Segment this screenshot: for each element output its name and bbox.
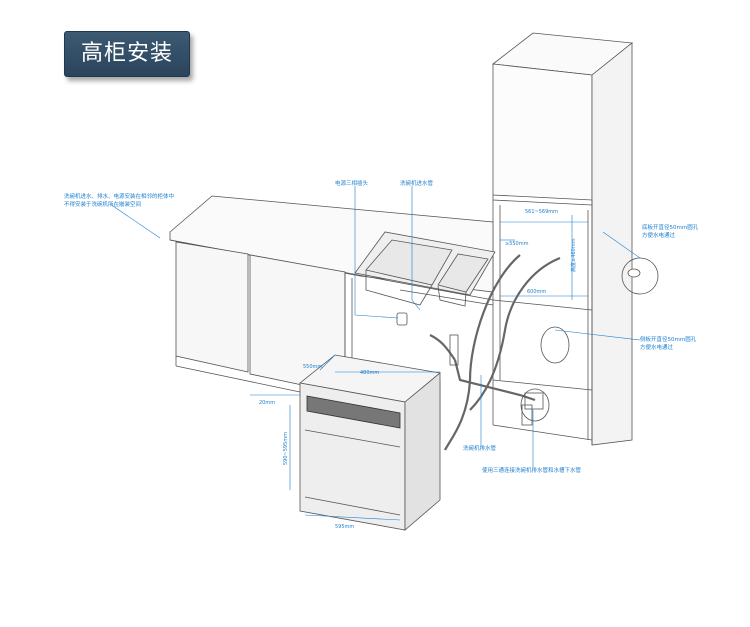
cabinet-note: 洗碗机进水、排水、电源安装在相邻的柜体中 不得安装于洗碗机所在嵌装空间 [64,193,174,209]
inlet-hose-label: 洗碗机进水管 [400,181,434,187]
annotation-lines [109,186,641,521]
page-title: 高柜安装 [80,41,173,66]
side-hole-line-2: 方便水电通过 [640,345,674,351]
dim-niche-width: 561~569mm [525,209,558,215]
three-way-label: 使用三通连接洗碗机排水管和水槽下水管 [482,468,582,474]
dim-20: 20mm [259,400,275,406]
side-hole-note: 侧板开直径50mm圆孔 方便水电通过 [640,336,696,352]
hoses [429,254,561,451]
plumbing [396,312,544,426]
tall-cabinet [491,32,634,446]
sink [354,231,496,307]
title-badge: 高柜安装 [64,31,190,77]
dimension-labels: 561~569mm ≥550mm 高度≥460mm 600mm 550mm 48… [259,209,577,530]
tall-hole-line-1: 底板开直径50mm圆孔 [642,225,699,231]
dim-niche-depth: ≥550mm [505,241,529,247]
dim-600: 600mm [527,289,546,295]
dim-niche-height: 高度≥460mm [570,238,577,272]
dim-480: 480mm [360,370,379,376]
callouts [520,257,659,422]
tall-hole-line-2: 方便水电通过 [642,233,676,239]
dim-595: 595mm [335,524,354,530]
tall-cabinet-hole-note: 底板开直径50mm圆孔 方便水电通过 [642,224,698,240]
power-plug-label: 电源三相插头 [335,181,369,187]
cabinet-note-line-2: 不得安装于洗碗机所在嵌装空间 [64,202,142,208]
dim-height-range: 590~595mm [283,432,289,465]
dim-550: 550mm [303,364,322,370]
dishwasher [299,354,441,531]
cabinet-note-line-1: 洗碗机进水、排水、电源安装在相邻的柜体中 [64,194,175,200]
drain-hose-label: 洗碗机排水管 [463,446,497,452]
side-hole-line-1: 侧板开直径50mm圆孔 [640,337,697,343]
